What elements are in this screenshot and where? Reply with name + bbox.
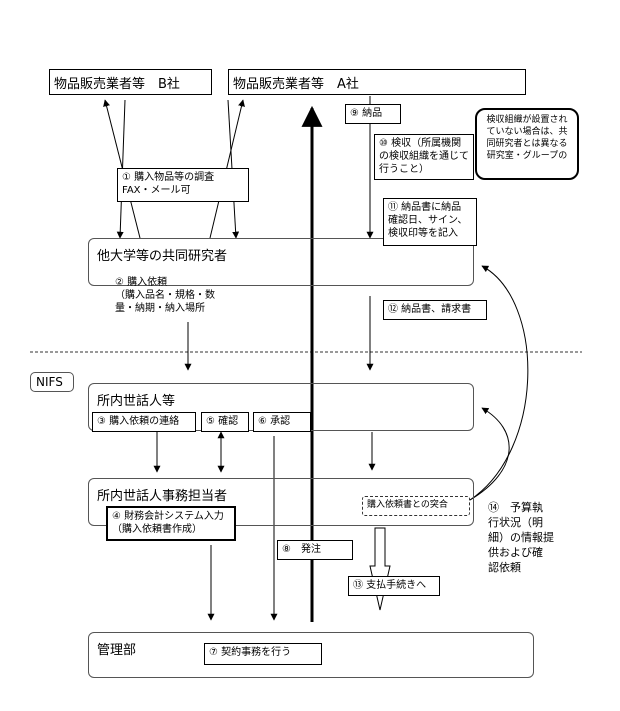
step-2-request: ② 購入依頼 （購入品名・規格・数 量・納期・納入場所: [115, 277, 215, 314]
step-8-order: ⑧ 発注: [277, 540, 353, 560]
step-6-approve: ⑥ 承認: [253, 412, 311, 432]
arrow-curve-to-researcher: [469, 265, 529, 501]
vendor-a-header: 物品販売業者等 A社: [228, 69, 526, 95]
arrow-curve-to-caretaker: [469, 407, 510, 501]
inspection-callout: 検収組織が設置され ていない場合は、共 同研究者とは異なる 研究室・グループの: [475, 108, 579, 180]
lane-admin: 所内世話人事務担当者: [88, 478, 474, 526]
step-5-confirm: ⑤ 確認: [201, 412, 249, 432]
step-10-inspection: ⑩ 検収（所属機関 の検収組織を通じて 行うこと）: [374, 134, 474, 180]
step-13-payment: ⑬ 支払手続きへ: [348, 576, 440, 596]
nifs-label: NIFS: [30, 372, 74, 392]
step-1-survey: ① 購入物品等の調査 FAX・メール可: [117, 168, 249, 202]
step-4-accounting-input: ④ 財務会計システム入力 （購入依頼書作成）: [106, 506, 236, 541]
compare-note: 購入依頼書との突合: [362, 496, 470, 516]
step-3-contact: ③ 購入依頼の連絡: [92, 412, 196, 432]
step-14-budget-info: ⑭ 予算執 行状況（明 細）の情報提 供および確 認依頼: [488, 501, 554, 574]
lane-management: 管理部: [88, 632, 534, 678]
step-11-sign: ⑪ 納品書に納品 確認日、サイン、 検収印等を記入: [383, 198, 477, 246]
step-9-delivery: ⑨ 納品: [345, 104, 401, 124]
lane-caretaker-title: 所内世話人等: [97, 394, 176, 409]
step-7-contract: ⑦ 契約事務を行う: [204, 643, 322, 665]
step-12-invoice: ⑫ 納品書、請求書: [383, 300, 487, 320]
arrow-payment-hollow: [369, 527, 391, 611]
lane-researcher: 他大学等の共同研究者: [88, 238, 474, 286]
lane-admin-title: 所内世話人事務担当者: [97, 489, 228, 504]
lane-management-title: 管理部: [97, 643, 137, 658]
lane-researcher-title: 他大学等の共同研究者: [97, 249, 228, 264]
vendor-b-header: 物品販売業者等 B社: [49, 69, 212, 95]
